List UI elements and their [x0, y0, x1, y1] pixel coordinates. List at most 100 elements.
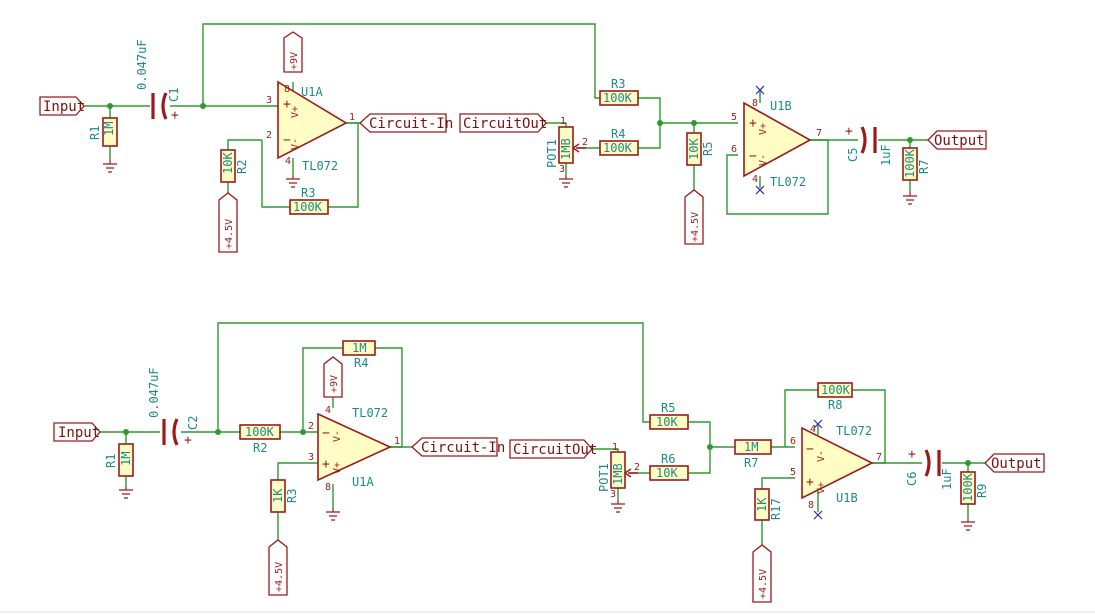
u1ab-plus: +: [322, 457, 330, 472]
u1a-pin2: 2: [266, 130, 272, 141]
resistor-r8-b: [817, 382, 853, 398]
u1ab-vminus: V-: [332, 430, 343, 442]
resistor-r1: [102, 117, 118, 147]
u1ab-value: TL072: [352, 406, 388, 420]
u1a-vminus: V-: [290, 138, 301, 150]
pot1b-value: 1MB: [611, 463, 625, 485]
u1ab-pin3: 3: [308, 452, 314, 463]
u1a-minus: −: [283, 133, 291, 148]
opamp-u1b: 5 6 7 8 4 + − V+ V-: [731, 85, 822, 195]
r8b-ref: R8: [828, 398, 842, 412]
u1b-vplus: V+: [758, 123, 769, 135]
r3-value: 100K: [603, 91, 633, 105]
resistor-r3: [599, 90, 639, 106]
resistor-r2: [220, 149, 236, 183]
c2-value: 0.047uF: [147, 367, 161, 418]
c2-plus-mark: +: [184, 433, 192, 448]
u1ab-pin4: 4: [325, 405, 331, 416]
u1bb-ref: U1B: [836, 491, 858, 505]
c6-plus-mark: +: [908, 447, 916, 462]
opamp-u1b-b: 6 5 7 4 8 − + V- V+: [790, 419, 882, 520]
r2b-value: 100K: [245, 425, 275, 439]
r17b-value: 1K: [755, 497, 769, 512]
plus45v-text-2: +4.5V: [690, 212, 701, 242]
pot1b-pin3: 3: [610, 489, 616, 500]
pot1-pin3: 3: [559, 164, 565, 175]
c5-ref: C5: [846, 148, 860, 162]
output-label-text-2: Output: [991, 456, 1042, 472]
circuit-out-text: CircuitOut: [463, 116, 547, 132]
pot1-pin1: 1: [560, 116, 566, 127]
potentiometer-pot1-b: 1 2 3: [610, 442, 640, 500]
r7b-value: 1M: [744, 440, 758, 454]
resistor-r3-feedback: [289, 199, 329, 215]
c2-ref: C2: [186, 416, 200, 430]
pot1-ref: POT1: [545, 139, 559, 168]
r3-feedback-value: 100K: [293, 200, 323, 214]
pot1b-ref: POT1: [597, 463, 611, 492]
resistor-r17-b: [754, 488, 770, 521]
resistor-r7: [902, 147, 918, 181]
r4b-value: 1M: [352, 341, 366, 355]
c5-value: 1uF: [879, 144, 893, 166]
r4-value: 100K: [603, 141, 633, 155]
r1b-value: 1M: [119, 452, 133, 466]
u1bb-value: TL072: [836, 424, 872, 438]
pot1-pin2: 2: [582, 137, 588, 148]
plus45v-text-1: +4.5V: [224, 219, 235, 249]
u1b-pin5: 5: [731, 112, 737, 123]
u1a-vplus: V+: [290, 106, 301, 118]
pot1b-pin2: 2: [634, 462, 640, 473]
circuit-in-text-2: Circuit-In: [421, 440, 505, 456]
plus9v-flag-2: +9V: [323, 356, 343, 398]
resistor-r1-b: [118, 443, 134, 477]
r8b-value: 100K: [821, 383, 851, 397]
capacitor-c6: [924, 449, 941, 477]
u1a-value: TL072: [302, 159, 338, 173]
c6-ref: C6: [905, 472, 919, 486]
u1bb-pin4: 4: [810, 424, 816, 435]
u1b-ref: U1B: [770, 99, 792, 113]
plus45v-flag-4: +4.5V: [752, 544, 772, 603]
output-label-text: Output: [934, 133, 985, 149]
u1ab-pin1: 1: [394, 436, 400, 447]
capacitor-c2: [162, 418, 179, 446]
r3b-ref: R3: [285, 489, 299, 503]
resistor-r2-b: [239, 424, 281, 440]
resistor-r5: [686, 132, 702, 166]
u1b-pin6: 6: [731, 144, 737, 155]
c5-plus-mark: +: [845, 124, 853, 139]
r7-value: 100K: [903, 148, 917, 178]
circuit-out-label-2: CircuitOut: [509, 439, 597, 459]
resistor-r3-b: [270, 479, 286, 513]
resistor-r6-b: [649, 465, 689, 481]
capacitor-c5: [860, 126, 877, 154]
pot1-value: 1MB: [559, 138, 573, 160]
r1-ref: R1: [88, 126, 102, 140]
r6b-ref: R6: [661, 452, 675, 466]
output-label-2: Output: [984, 453, 1045, 473]
opamp-u1a: 3 2 1 8 4 + − V+ V-: [266, 80, 355, 167]
r1-value: 1M: [102, 122, 116, 136]
u1a-ref: U1A: [301, 85, 323, 99]
c1-plus-mark: +: [171, 108, 179, 123]
u1b-pin7: 7: [816, 128, 822, 139]
u1bb-pin6: 6: [790, 436, 796, 447]
u1a-pin1: 1: [349, 112, 355, 123]
resistor-r9-b: [960, 471, 976, 505]
c1-ref: C1: [167, 88, 181, 102]
plus45v-flag-3: +4.5V: [268, 539, 288, 596]
r9b-value: 100K: [961, 472, 975, 502]
plus9v-text: +9V: [289, 52, 300, 70]
opamp-u1a-b: 2 3 1 4 8 − + V- V+: [308, 405, 400, 493]
r7-ref: R7: [917, 160, 931, 174]
plus9v-text-2: +9V: [329, 375, 340, 393]
r9b-ref: R9: [975, 484, 989, 498]
circuit-in-label: Circuit-In: [359, 113, 453, 133]
r4-ref: R4: [611, 127, 625, 141]
r2-value: 10K: [221, 152, 235, 174]
input-label-text-2: Input: [58, 425, 100, 441]
circuit-out-text-2: CircuitOut: [513, 442, 597, 458]
circuit-in-text: Circuit-In: [369, 116, 453, 132]
u1a-pin4: 4: [285, 156, 291, 167]
